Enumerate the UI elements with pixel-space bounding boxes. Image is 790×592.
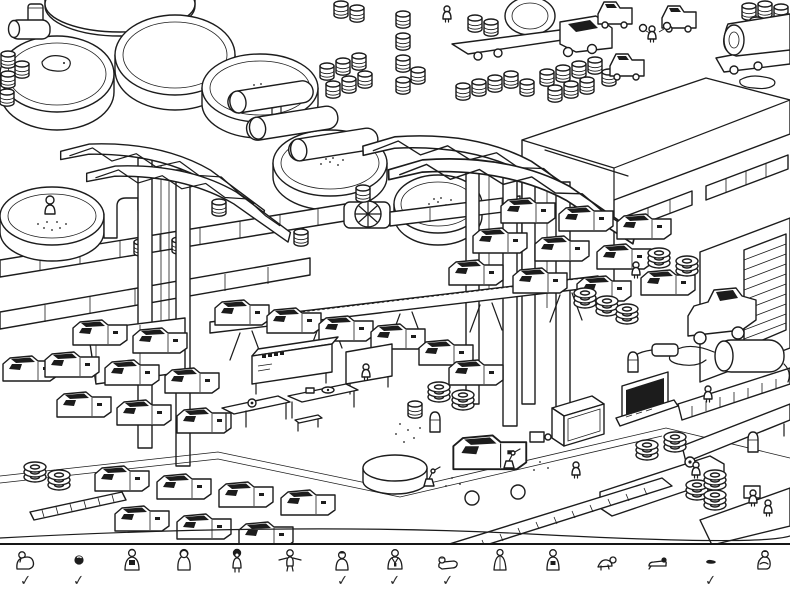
found-check	[131, 574, 133, 589]
storage-disc[interactable]	[362, 454, 428, 495]
elbow-pipe[interactable]	[7, 3, 51, 40]
cylinder-truck[interactable]	[715, 13, 790, 75]
target-slot-2[interactable]: ✓	[53, 545, 106, 592]
curled-ball-critter-icon	[74, 555, 84, 565]
barrel-row-wall[interactable]	[455, 56, 617, 103]
target-slot-4[interactable]	[158, 545, 211, 592]
target-slot-12[interactable]	[579, 545, 632, 592]
afro-kid-icon	[232, 548, 242, 573]
sign-board[interactable]	[251, 336, 339, 395]
ground-edge	[0, 528, 790, 542]
pickup-truck[interactable]	[407, 400, 528, 506]
worker-right-2[interactable]	[763, 499, 773, 517]
scene-drawing[interactable]	[0, 0, 790, 545]
work-table-2[interactable]	[287, 383, 359, 419]
target-slot-14[interactable]: ✓	[685, 545, 738, 592]
found-check: ✓	[72, 572, 86, 590]
conveyor-upper[interactable]	[677, 367, 790, 421]
target-slot-7[interactable]: ✓	[316, 545, 369, 592]
worker-at-whiteboard[interactable]	[361, 363, 371, 381]
barrel-stack-b[interactable]	[395, 10, 426, 95]
barrel-stack-a[interactable]	[319, 0, 373, 99]
found-check	[236, 574, 238, 589]
truck-on-platform[interactable]	[609, 53, 645, 81]
found-check	[763, 574, 765, 589]
giant-cylinder-load[interactable]	[504, 0, 556, 36]
work-table-1[interactable]	[221, 395, 291, 431]
tiny-slug-icon	[706, 559, 717, 564]
found-check	[552, 574, 554, 589]
napping-figure-icon	[437, 556, 458, 570]
found-check: ✓	[19, 572, 33, 590]
target-bar: ✓ ✓	[0, 543, 790, 592]
found-check: ✓	[440, 572, 455, 590]
found-check	[605, 574, 607, 589]
backpack-worker-icon	[124, 548, 140, 571]
open-vat-1[interactable]	[0, 35, 115, 131]
found-check: ✓	[335, 572, 349, 590]
scene-canvas[interactable]	[0, 0, 790, 545]
flatbed-truck[interactable]	[451, 14, 613, 61]
found-check: ✓	[704, 572, 718, 590]
target-slot-5[interactable]	[211, 545, 264, 592]
worker-sitting[interactable]	[571, 461, 581, 479]
crate[interactable]	[529, 395, 605, 447]
vest-worker-icon	[387, 549, 403, 570]
floor-splat	[739, 75, 776, 90]
target-slot-8[interactable]: ✓	[369, 545, 422, 592]
open-vat-shower[interactable]	[0, 186, 139, 262]
target-slot-6[interactable]	[263, 545, 316, 592]
car-stack-left-upper[interactable]	[44, 319, 232, 434]
capped-worker-icon	[335, 550, 350, 571]
showering-figure[interactable]	[37, 195, 67, 231]
window-strip-right	[705, 154, 789, 201]
hunched-worker-icon	[16, 551, 35, 570]
car-row-left-2[interactable]	[114, 505, 294, 545]
found-check	[289, 574, 291, 589]
target-slot-1[interactable]: ✓	[0, 545, 53, 592]
valve-wheel-manifold[interactable]	[343, 184, 521, 229]
target-slot-9[interactable]: ✓	[421, 545, 474, 592]
juggler[interactable]	[638, 21, 672, 43]
found-check: ✓	[388, 572, 402, 590]
worker-at-bench[interactable]	[691, 461, 701, 479]
roller-door[interactable]	[743, 233, 787, 349]
robed-figure-icon	[493, 548, 508, 571]
worker-walking[interactable]	[631, 261, 641, 279]
slat-ramp[interactable]	[29, 491, 127, 521]
vat-drain-pipe	[103, 197, 139, 239]
crouching-figure-icon	[756, 550, 771, 570]
worker-right-1[interactable]	[748, 489, 758, 507]
tank-with-hose[interactable]	[629, 339, 790, 383]
found-check	[184, 574, 186, 589]
target-slot-13[interactable]	[632, 545, 685, 592]
target-slot-11[interactable]	[527, 545, 580, 592]
found-check	[500, 574, 502, 589]
control-console[interactable]	[615, 371, 679, 427]
found-check	[658, 574, 660, 589]
conveyor-bottom[interactable]	[372, 477, 673, 545]
storage-cylinders[interactable]	[226, 79, 379, 162]
stool[interactable]	[294, 414, 323, 432]
hooded-figure-icon	[177, 548, 192, 571]
worker-at-console[interactable]	[703, 385, 713, 403]
box-truck-top-1[interactable]	[597, 1, 633, 29]
target-slot-10[interactable]	[474, 545, 527, 592]
tire-stacks-left[interactable]	[24, 462, 70, 490]
cars-near-console[interactable]	[418, 339, 504, 410]
dust-speckles	[395, 423, 549, 487]
blob-in-vat	[41, 55, 71, 72]
arms-out-figure-icon	[278, 549, 302, 572]
whiteboard[interactable]	[345, 343, 393, 395]
box-truck-right[interactable]	[687, 287, 757, 345]
logo-shirt-worker-icon	[546, 549, 560, 571]
crawling-figure-icon	[597, 556, 617, 571]
face-down-figure-icon	[648, 557, 668, 570]
target-slot-15[interactable]	[737, 545, 790, 592]
worker-top-centre[interactable]	[442, 5, 452, 23]
target-slot-3[interactable]	[105, 545, 158, 592]
